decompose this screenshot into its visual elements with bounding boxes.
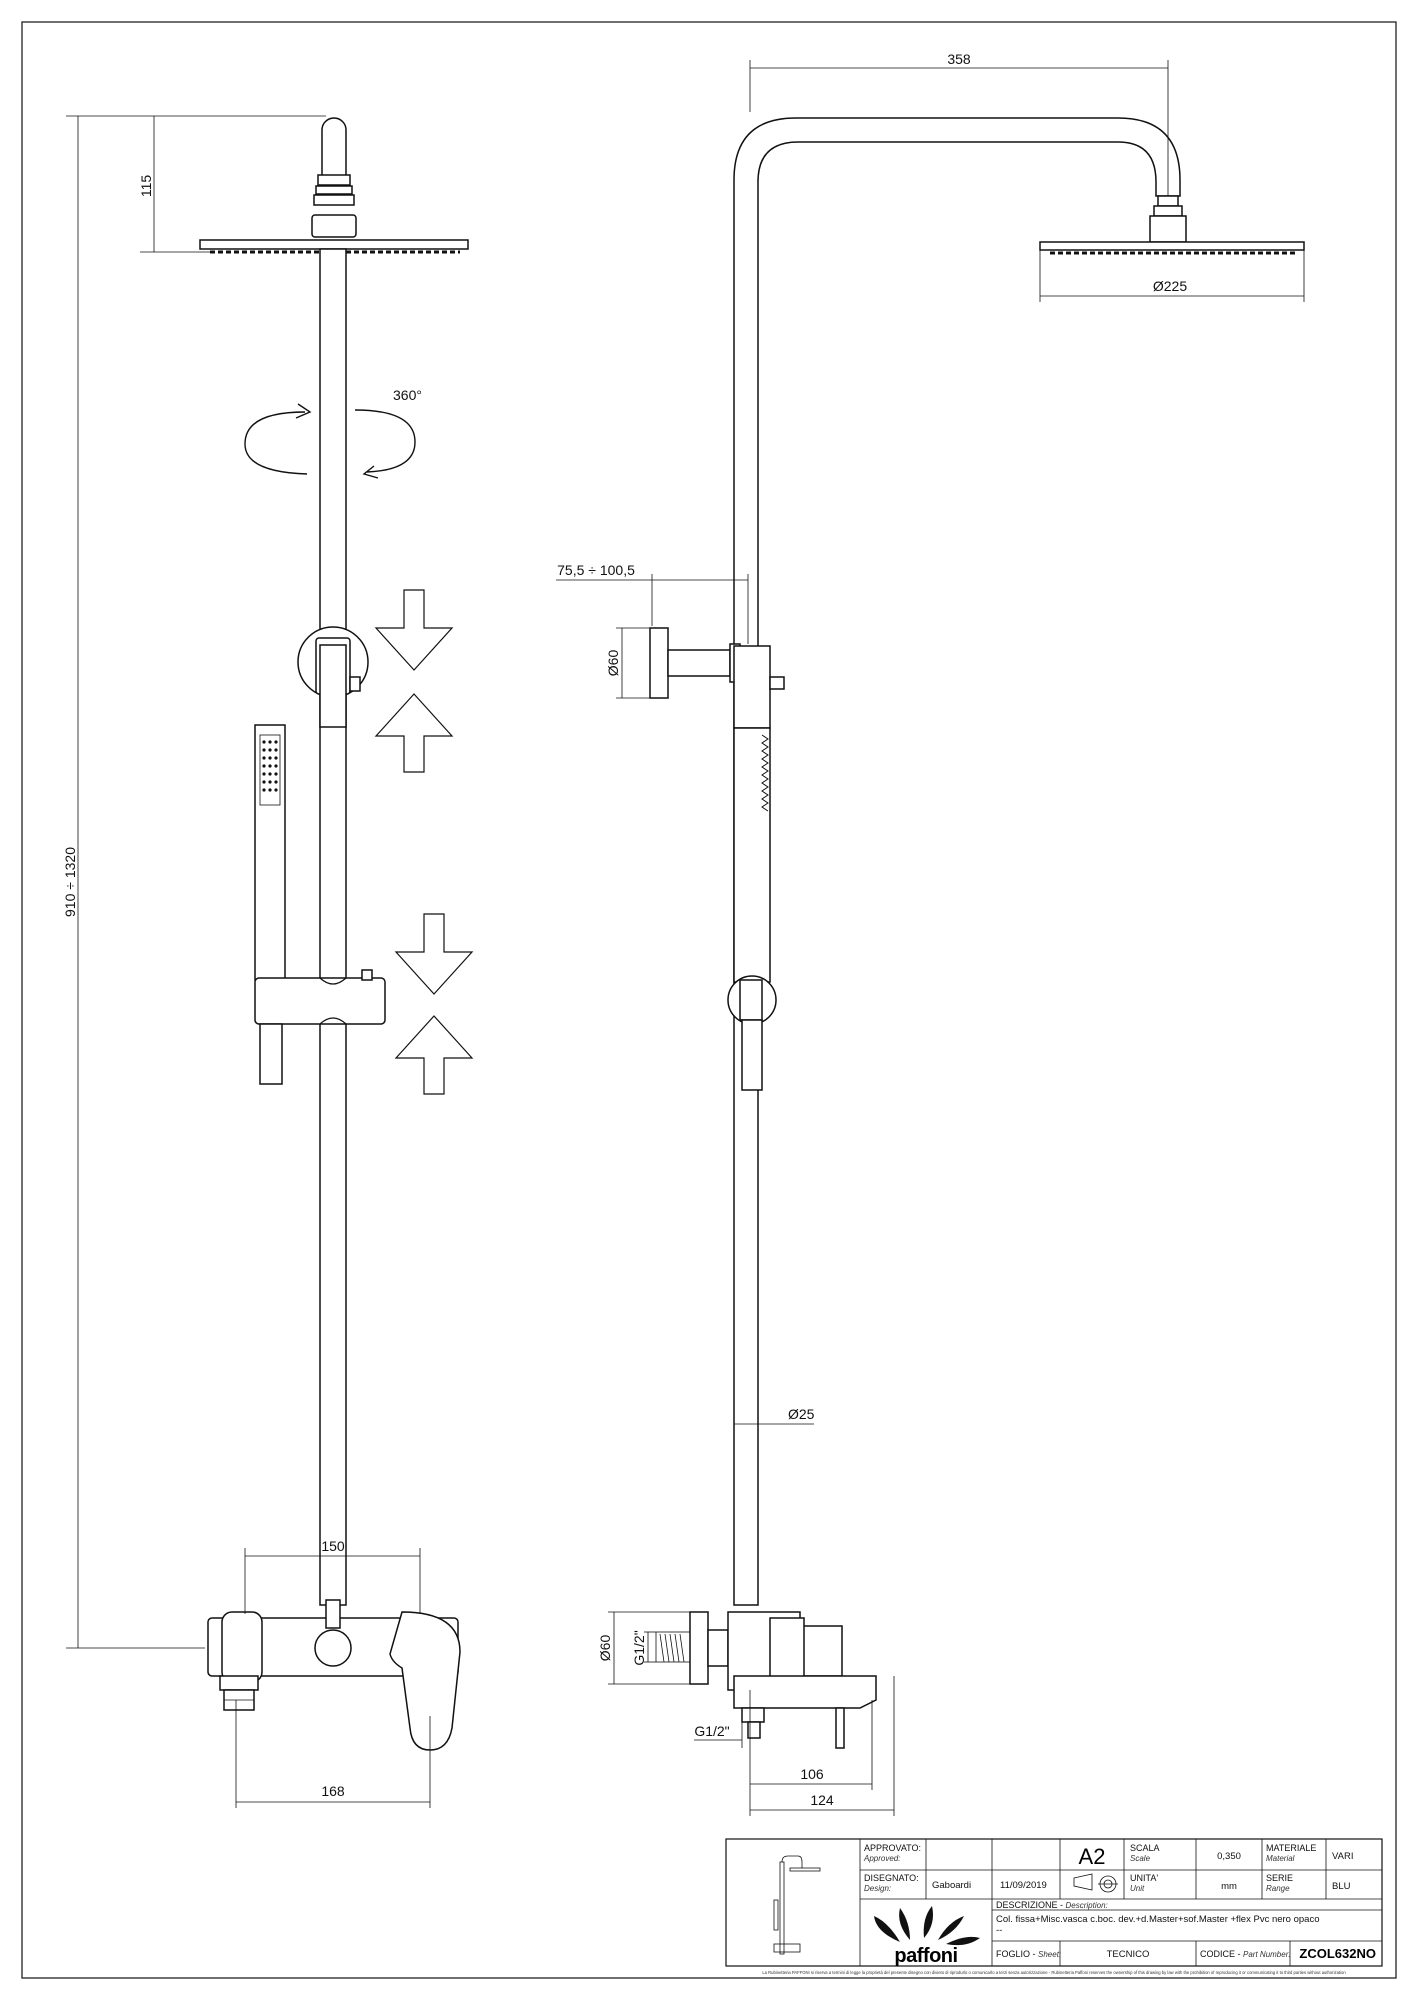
dim-thread-wall: G1/2" — [631, 1630, 656, 1666]
front-shower-head — [199, 239, 469, 250]
code-label: CODICE - Part Number: — [1200, 1949, 1291, 1959]
lower-down-arrow-icon — [394, 913, 474, 995]
series-label: SERIE — [1266, 1873, 1293, 1883]
svg-text:G1/2": G1/2" — [694, 1723, 729, 1739]
unit-value: mm — [1221, 1881, 1237, 1892]
design-label-en: Design: — [864, 1884, 891, 1893]
material-label: MATERIALE — [1266, 1843, 1316, 1853]
unit-label-en: Unit — [1130, 1884, 1145, 1893]
side-spout — [733, 1675, 877, 1709]
svg-text:Ø225: Ø225 — [1153, 278, 1187, 294]
dim-bracket-diameter: Ø60 — [605, 627, 650, 699]
dim-pipe-diameter: Ø25 — [734, 1406, 815, 1425]
svg-text:124: 124 — [810, 1792, 834, 1808]
sheet-label: FOGLIO - Sheet: — [996, 1949, 1061, 1959]
dim-wall-distance: 75,5 ÷ 100,5 — [556, 562, 749, 644]
dim-arm-length: 358 — [749, 51, 1169, 196]
dim-mixer-flange-diameter: Ø60 — [597, 1611, 690, 1685]
dim-spout-depth-106: 106 — [749, 1690, 873, 1790]
rotation-arrows-icon — [244, 403, 416, 479]
svg-text:G1/2": G1/2" — [631, 1630, 647, 1665]
scale-value: 0,350 — [1217, 1851, 1241, 1862]
description-value: Col. fissa+Misc.vasca c.boc. dev.+d.Mast… — [996, 1914, 1320, 1925]
side-wall-bracket — [649, 627, 669, 699]
rotation-label: 360° — [393, 387, 422, 403]
series-value: BLU — [1332, 1881, 1351, 1892]
svg-text:75,5 ÷ 100,5: 75,5 ÷ 100,5 — [557, 562, 635, 578]
sheet-value: TECNICO — [1107, 1949, 1150, 1960]
upper-down-arrow-icon — [374, 589, 454, 671]
dim-head-height: 115 — [138, 115, 326, 253]
thread-hatch — [659, 1633, 685, 1663]
svg-text:Ø60: Ø60 — [605, 650, 621, 677]
dim-column-height: 910 ÷ 1320 — [62, 115, 205, 1649]
scale-label: SCALA — [1130, 1843, 1160, 1853]
side-mixer-flange — [689, 1611, 709, 1685]
description-extra: -- — [996, 1925, 1002, 1936]
description-label: DESCRIZIONE - Description: — [996, 1900, 1108, 1910]
approved-label-en: Approved: — [863, 1854, 900, 1863]
product-thumbnail — [773, 1855, 821, 1955]
dim-head-diameter: Ø225 — [1039, 250, 1305, 302]
svg-text:Ø60: Ø60 — [597, 1635, 613, 1662]
series-label-en: Range — [1266, 1884, 1290, 1893]
legal-note: La Rubinetteria PAFFONI si riserva a ter… — [762, 1970, 1346, 1975]
approved-label: APPROVATO: — [864, 1843, 921, 1853]
paffoni-logo: paffoni — [874, 1906, 980, 1967]
svg-text:168: 168 — [321, 1783, 345, 1799]
upper-up-arrow-icon — [374, 693, 454, 773]
svg-text:910 ÷ 1320: 910 ÷ 1320 — [62, 847, 78, 917]
front-column — [319, 248, 347, 1606]
front-view: 360° 115 910 ÷ 1320 150 — [62, 115, 474, 1808]
side-hand-shower — [733, 727, 771, 983]
front-mixer-lever — [389, 1611, 461, 1751]
svg-text:paffoni: paffoni — [894, 1945, 957, 1967]
hand-shower-nozzles-icon — [262, 740, 278, 792]
scale-label-en: Scale — [1130, 1854, 1151, 1863]
dim-spout-depth-124: 124 — [749, 1676, 895, 1816]
svg-text:Ø25: Ø25 — [788, 1406, 815, 1422]
front-diverter-knob — [314, 1629, 352, 1667]
dim-mixer-centers: 150 — [244, 1538, 421, 1614]
svg-text:115: 115 — [138, 175, 154, 198]
lower-up-arrow-icon — [394, 1015, 474, 1095]
dim-mixer-width: 168 — [235, 1700, 431, 1808]
front-hand-shower — [254, 724, 286, 981]
material-label-en: Material — [1266, 1854, 1295, 1863]
unit-label: UNITA' — [1130, 1873, 1158, 1883]
svg-text:106: 106 — [800, 1766, 824, 1782]
part-number: ZCOL632NO — [1299, 1946, 1376, 1961]
sheet-frame — [21, 21, 1397, 1979]
drawing-date: 11/09/2019 — [1000, 1880, 1047, 1891]
dim-thread-outlet: G1/2" — [694, 1722, 743, 1748]
title-block: APPROVATO: Approved: A2 SCALA Scale 0,35… — [725, 1838, 1383, 1975]
projection-symbol-icon — [1073, 1873, 1118, 1893]
svg-text:150: 150 — [321, 1538, 345, 1554]
format-value: A2 — [1079, 1844, 1106, 1869]
side-shower-arm — [733, 117, 1181, 1606]
side-view: 358 Ø225 75,5 ÷ 100,5 Ø60 Ø25 — [556, 51, 1305, 1816]
material-value: VARI — [1332, 1851, 1353, 1862]
front-slide-holder — [254, 977, 386, 1025]
design-label: DISEGNATO: — [864, 1873, 919, 1883]
side-shower-head — [1039, 241, 1305, 251]
svg-text:358: 358 — [947, 51, 971, 67]
designer-name: Gaboardi — [932, 1880, 971, 1891]
